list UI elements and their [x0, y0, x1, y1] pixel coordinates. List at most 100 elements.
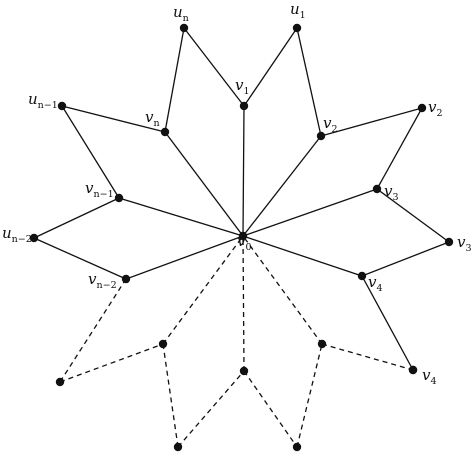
- vertex-un: [179, 23, 189, 33]
- edge-u2-v3: [376, 107, 423, 190]
- vertex-label-base: v: [422, 366, 431, 384]
- vertex-label-subscript: 4: [430, 376, 436, 387]
- edge-v3-u3: [376, 188, 450, 243]
- vertex-b: [158, 339, 168, 349]
- vertex-label-base: u: [173, 3, 183, 21]
- vertex-vn: [160, 127, 170, 137]
- edge-layer: [33, 27, 450, 448]
- vertex-v4: [357, 271, 367, 281]
- edge-e-f: [296, 343, 323, 448]
- vertex-e: [292, 442, 302, 452]
- vertex-v1: [239, 101, 249, 111]
- edge-f-g: [321, 343, 414, 371]
- vertex-label-v3: v3: [384, 182, 399, 203]
- vertex-d: [239, 366, 249, 376]
- edge-u1-v2: [296, 27, 322, 137]
- vertex-label-u3: v3: [457, 233, 472, 254]
- vertex-label-subscript: 3: [465, 243, 471, 254]
- vertex-v0: [238, 231, 248, 241]
- edge-b-v0: [162, 235, 244, 345]
- edge-vn1-un2: [33, 197, 120, 239]
- vertex-label-subscript: 4: [376, 283, 382, 294]
- vertex-v3: [372, 184, 382, 194]
- edge-u3-v4: [361, 241, 450, 277]
- vertex-u2: [417, 103, 427, 113]
- vertex-label-base: v: [428, 98, 437, 116]
- vertex-label-subscript: n−1: [93, 189, 113, 200]
- vertex-label-base: u: [2, 224, 12, 242]
- vertex-label-subscript: n: [183, 13, 189, 24]
- vertex-label-u2: v2: [428, 98, 443, 119]
- edge-vn1-v0: [118, 197, 244, 237]
- vertex-label-base: v: [457, 233, 466, 251]
- edge-v4-v0: [242, 235, 363, 277]
- vertex-label-vn2: vn−2: [88, 270, 117, 291]
- edge-d-v0: [242, 235, 245, 372]
- vertex-label-v0: v0: [237, 232, 252, 253]
- vertex-label-base: v: [145, 108, 154, 126]
- edge-c-d: [177, 370, 245, 448]
- edge-un1-vn1: [61, 105, 120, 199]
- edge-v2-v0: [242, 135, 322, 237]
- vertex-label-vn: vn: [145, 108, 160, 129]
- vertex-layer: [29, 23, 454, 452]
- edge-d-e: [243, 370, 298, 448]
- vertex-g: [408, 365, 418, 375]
- edge-un2-vn2: [33, 237, 127, 280]
- vertex-label-u4: v4: [422, 366, 437, 387]
- vertex-label-base: v: [384, 182, 393, 200]
- vertex-label-subscript: 1: [243, 86, 249, 97]
- vertex-label-un2: un−2: [2, 224, 32, 245]
- edge-a-b: [59, 343, 164, 383]
- vertex-label-base: v: [237, 232, 246, 250]
- vertex-un2: [29, 233, 39, 243]
- edge-f-v0: [242, 235, 323, 345]
- vertex-label-base: u: [290, 0, 300, 18]
- edge-b-c: [162, 343, 179, 448]
- edge-v1-u1: [243, 27, 298, 107]
- vertex-vn2: [121, 274, 131, 284]
- vertex-label-base: v: [368, 273, 377, 291]
- vertex-label-u1: u1: [290, 0, 306, 21]
- vertex-u3: [444, 237, 454, 247]
- vertex-label-subscript: 0: [245, 242, 251, 253]
- vertex-label-subscript: n: [153, 118, 159, 129]
- edge-vn-v0: [164, 131, 244, 237]
- vertex-label-base: v: [235, 76, 244, 94]
- vertex-a: [55, 377, 65, 387]
- vertex-label-subscript: 1: [300, 10, 306, 21]
- edge-v1-un: [183, 27, 245, 107]
- vertex-label-base: v: [85, 179, 94, 197]
- vertex-label-un1: un−1: [28, 90, 58, 111]
- vertex-u1: [292, 23, 302, 33]
- vertex-label-v1: v1: [235, 76, 250, 97]
- edge-un-vn: [164, 27, 185, 133]
- vertex-f: [317, 339, 327, 349]
- vertex-vn1: [114, 193, 124, 203]
- edge-v3-v0: [242, 188, 378, 237]
- edge-v2-u2: [320, 107, 423, 137]
- vertex-label-base: u: [28, 90, 38, 108]
- vertex-c: [173, 442, 183, 452]
- vertex-label-un: un: [173, 3, 189, 24]
- vertex-label-subscript: n−2: [12, 234, 32, 245]
- vertex-label-base: v: [88, 270, 97, 288]
- vertex-v2: [316, 131, 326, 141]
- edge-vn2-a: [59, 278, 127, 383]
- vertex-label-v4: v4: [368, 273, 383, 294]
- vertex-label-subscript: 2: [436, 108, 442, 119]
- vertex-label-base: v: [323, 114, 332, 132]
- vertex-label-subscript: 3: [392, 192, 398, 203]
- edge-vn2-v0: [125, 235, 244, 280]
- vertex-label-subscript: n−1: [38, 100, 58, 111]
- vertex-un1: [57, 101, 67, 111]
- vertex-label-vn1: vn−1: [85, 179, 114, 200]
- vertex-label-subscript: n−2: [96, 280, 116, 291]
- edge-vn-un1: [61, 105, 166, 133]
- vertex-label-subscript: 2: [331, 124, 337, 135]
- edge-v4-u4: [361, 275, 414, 371]
- vertex-label-v2: v2: [323, 114, 338, 135]
- edge-v0-v1: [242, 105, 245, 237]
